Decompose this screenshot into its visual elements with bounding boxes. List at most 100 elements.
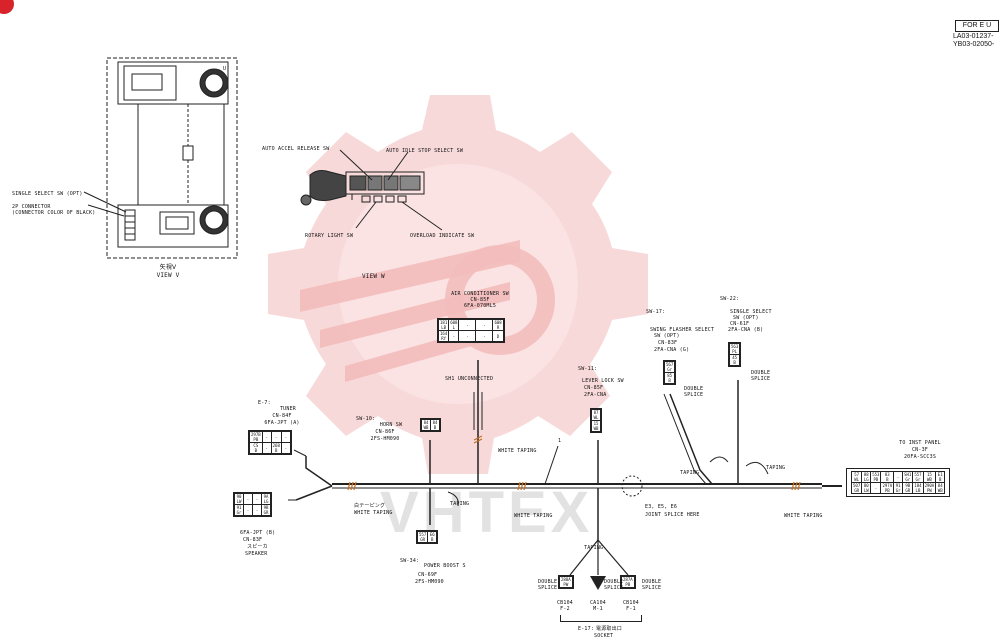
single-select-id: SW-22:	[720, 296, 740, 302]
ref-mark: 1	[558, 438, 562, 444]
view-v-select-sw-callout: SINGLE SELECT SW (OPT)	[12, 191, 83, 197]
joint-splice-ids: E3, E5, E6	[645, 504, 678, 510]
swing-flasher-title-2: SW (OPT)	[654, 333, 680, 339]
tuner-title: TUNER	[279, 406, 297, 412]
tuner-conn: CN-84F	[272, 413, 292, 419]
lever-lock-part: 2FA-CNA	[584, 392, 607, 398]
aircon-conn: CN-85F	[470, 297, 490, 303]
single-select-title-2: SW (OPT)	[733, 315, 759, 321]
white-taping-jp-note: 白テーピング	[354, 503, 386, 509]
swing-flasher-conn: CN-83F	[658, 340, 678, 346]
swing-flasher-id: SW-17:	[646, 309, 666, 315]
socket-code-2: CA104	[589, 600, 607, 606]
socket-bracket	[560, 615, 642, 622]
single-select-part: 2FA-CNA (B)	[728, 327, 764, 333]
aircon-pin: D	[492, 330, 504, 342]
socket-title-en: SOCKET	[594, 633, 614, 639]
joint-splice-note: JOINT SPLICE HERE	[645, 512, 700, 518]
socket-splice-right: DOUBLE SPLICE	[642, 579, 662, 591]
white-taping-note-left: WHITE TAPING	[354, 510, 393, 516]
white-taping-note-right: WHITE TAPING	[784, 513, 823, 519]
view-w-label: VIEW W	[362, 273, 385, 280]
power-boost-part: 2FS-HM090	[415, 579, 444, 585]
taping-note-socket: TAPING	[584, 545, 604, 551]
tuner-part: 6FA-JPT (A)	[264, 420, 300, 426]
socket-pos-1: F-2	[560, 606, 570, 612]
single-select-title-1: SINGLE SELECT	[730, 309, 772, 315]
socket-code-3: CB104	[622, 600, 640, 606]
socket-splice-left: DOUBLE SPLICE	[538, 579, 558, 591]
view-v-label-jp: 矢視V	[159, 264, 177, 271]
watermark-text: VHTEX	[380, 480, 593, 545]
swing-flasher-splice: DOUBLE SPLICE	[684, 386, 704, 398]
speaker-title: SPEAKER	[245, 551, 268, 557]
corner-marker	[0, 0, 14, 14]
view-v-connector-callout-2: (CONNECTOR COLOR OF BLACK)	[12, 210, 96, 216]
overload-callout: OVERLOAD INDICATE SW	[410, 233, 475, 239]
inst-panel-part: 20FA-SCC3S	[903, 454, 937, 460]
socket-id: E-17:	[578, 626, 595, 632]
lever-lock-id: SW-11:	[578, 366, 598, 372]
socket-m1-symbol	[590, 576, 606, 590]
inst-panel-title: TO INST PANEL	[899, 440, 941, 446]
auto-accel-callout: AUTO ACCEL RELEASE SW	[262, 146, 330, 152]
tuner-pin: -	[280, 442, 291, 454]
taping-note-select: TAPING	[766, 465, 786, 471]
white-taping-note-mid: WHITE TAPING	[514, 513, 553, 519]
swing-flasher-part: 2FA-CNA (G)	[654, 347, 690, 353]
taping-note-swing: TAPING	[680, 470, 700, 476]
rotary-light-callout: ROTARY LIGHT SW	[305, 233, 354, 239]
speaker-label-jp: スピーカ	[247, 544, 268, 550]
horn-part: 2FS-HM090	[370, 436, 400, 442]
view-v-connector-callout-1: 2P CONNECTOR	[12, 204, 51, 210]
taping-note-power-boost: TAPING	[450, 501, 470, 507]
lever-lock-conn: CN-85F	[584, 385, 604, 391]
power-boost-conn: CN-69F	[418, 572, 438, 578]
doc-number-1: LA03-01237-	[953, 33, 994, 40]
socket-title-jp: 電源取出口	[596, 626, 623, 632]
white-taping-note-aircon: WHITE TAPING	[498, 448, 537, 454]
speaker-part: 6FA-JPT (B)	[240, 530, 276, 536]
inst-panel-pin: -	[870, 482, 882, 494]
speaker-conn: CN-83F	[243, 537, 263, 543]
view-v-label-en: VIEW V	[156, 272, 180, 279]
power-boost-title: POWER BOOST S	[424, 563, 466, 569]
single-select-conn: CN-61F	[730, 321, 750, 327]
socket-splice-mid: DOUBLE SPLICE	[604, 579, 624, 591]
horn-id: SW-10:	[356, 416, 376, 422]
auto-idle-callout: AUTO IDLE STOP SELECT SW	[386, 148, 464, 154]
socket-pos-2: M-1	[593, 606, 603, 612]
doc-number-2: YB03-02050-	[953, 41, 995, 48]
socket-pos-3: F-1	[626, 606, 636, 612]
power-boost-id: SW-34:	[400, 558, 420, 564]
socket-code-1: CB104	[556, 600, 574, 606]
aircon-note: SH1 UNCONNECTED	[445, 376, 494, 382]
swing-flasher-title-1: SWING FLASHER SELECT	[650, 327, 715, 333]
horn-title: HORN SW	[379, 422, 403, 428]
